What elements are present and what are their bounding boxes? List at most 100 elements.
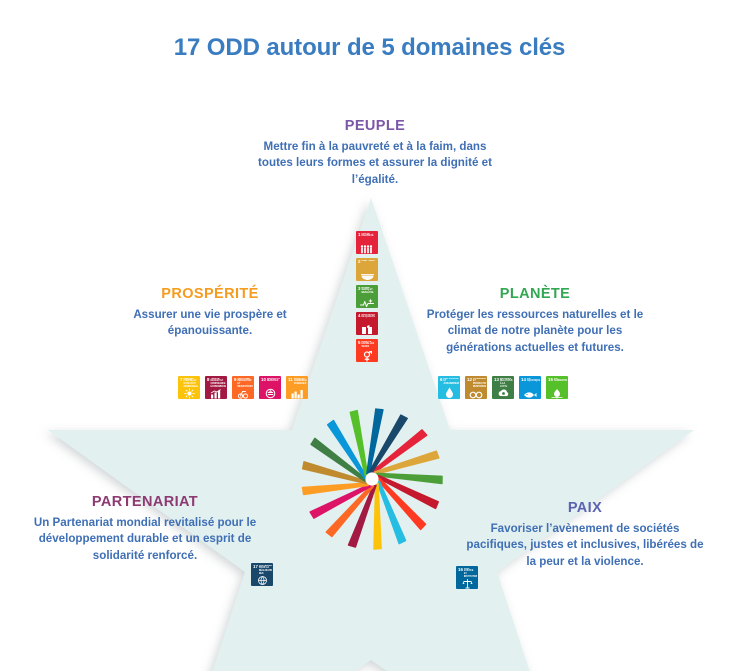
sdg-tile-number: 6: [440, 376, 443, 382]
climate-action-icon: [492, 388, 514, 399]
sdg-tile-caption: ÉDUCATION DE QUALITÉ: [361, 313, 376, 319]
section-heading-partenariat: PARTENARIAT: [91, 494, 199, 510]
sdg-tile-number: 5: [358, 339, 361, 345]
section-heading-paix: PAIX: [567, 500, 603, 516]
industry-innovation-icon: [232, 389, 254, 399]
section-heading-prosperite: PROSPÉRITÉ: [161, 286, 259, 302]
section-heading-peuple: PEUPLE: [344, 118, 406, 134]
sdg-tile-number: 15: [548, 376, 553, 382]
sdg-tile-number: 14: [521, 376, 526, 382]
section-body-partenariat: Un Partenariat mondial revitalisé pour l…: [33, 516, 257, 562]
sdg-tile-caption: TRAVAIL DÉCENT ET CROISSANCE ÉCONOMIQUE: [210, 377, 226, 387]
section-paix: PAIX Favoriser l’avènement de sociétés p…: [462, 500, 708, 570]
sdg-tile-caption: EAU PROPRE ET ASSAINISSEMENT: [443, 377, 459, 386]
sdg-tile-caption: INDUSTRIE, INNOVATION ET INFRASTRUCTURE: [237, 377, 252, 387]
no-poverty-icon: [356, 244, 378, 254]
sdg-tile-caption: CONSOMMATION ET PRODUCTION RESPONSABLES: [472, 377, 486, 387]
section-body-peuple: Mettre fin à la pauvreté et à la faim, d…: [258, 140, 492, 186]
sdg-tile-number: 16: [458, 566, 463, 572]
sdg-tile-12: 12CONSOMMATION ET PRODUCTION RESPONSABLE…: [465, 376, 487, 399]
peace-justice-icon: [456, 578, 478, 589]
decent-work-icon: [205, 388, 227, 399]
life-on-land-icon: [546, 388, 568, 399]
sdg-tile-number: 1: [358, 231, 361, 237]
sdg-tile-number: 10: [261, 376, 266, 382]
quality-education-icon: [356, 324, 378, 335]
section-heading-planete: PLANÈTE: [499, 286, 571, 302]
sdg-tile-caption: ÉNERGIE PROPRE ET D'UN COÛT ABORDABLE: [183, 377, 197, 387]
clean-water-icon: [438, 387, 460, 399]
responsible-consumption-icon: [465, 389, 487, 399]
sdg-tile-header: 17PARTENARIATS POUR LA RÉALISATION DES O…: [253, 563, 272, 574]
sdg-tile-caption: VIE AQUATIQUE: [526, 377, 540, 383]
sdg-tile-caption: VILLES ET COMMUNAUTÉS DURABLES: [293, 377, 307, 386]
sdg-tile-caption: BONNE SANTÉ ET BIEN-ÊTRE: [361, 286, 374, 295]
gender-equality-icon: [356, 350, 378, 362]
zero-hunger-icon: [356, 271, 378, 281]
sdg-wheel-spoke: [368, 414, 408, 473]
sdg-wheel-spoke: [373, 482, 382, 550]
sdg-tile-number: 12: [467, 376, 472, 382]
sdg-tile-caption: MESURES RELATIVES À LA LUTTE CONTRE LES …: [499, 377, 513, 387]
sdg-tile-caption: ÉGALITÉ ENTRE LES SEXES: [361, 340, 375, 349]
sdg-tile-number: 4: [358, 312, 361, 318]
section-planete: PLANÈTE Protéger les ressources naturell…: [420, 286, 650, 356]
sdg-tile-caption: VIE TERRESTRE: [553, 377, 567, 383]
sdg-tile-header: 12CONSOMMATION ET PRODUCTION RESPONSABLE…: [467, 376, 486, 387]
sdg-tile-caption: PAIX, JUSTICE ET INSTITUTIONS EFFICACES: [463, 567, 477, 577]
sdg-tile-number: 9: [234, 376, 237, 382]
sdg-wheel-svg: [301, 408, 443, 550]
section-prosperite: PROSPÉRITÉ Assurer une vie prospère et é…: [100, 286, 320, 340]
sdg-tile-number: 11: [288, 376, 293, 382]
sdg-tile-number: 13: [494, 376, 499, 382]
reduced-inequalities-icon: [259, 388, 281, 399]
sdg-color-wheel: [298, 405, 446, 553]
sdg-tile-caption: INÉGALITÉS RÉDUITES: [266, 377, 280, 383]
sustainable-cities-icon: [286, 389, 308, 399]
sdg-tile-caption: FAIM "ZÉRO": [361, 259, 376, 262]
section-body-prosperite: Assurer une vie prospère et épanouissant…: [133, 308, 287, 338]
affordable-energy-icon: [178, 387, 200, 399]
sdg-tile-number: 7: [180, 376, 183, 382]
sdg-tile-number: 3: [358, 285, 361, 291]
sdg-tile-number: 17: [253, 563, 258, 569]
sdg-tile-number: 8: [207, 376, 210, 382]
sdg-tile-17: 17PARTENARIATS POUR LA RÉALISATION DES O…: [251, 563, 273, 586]
sdg-tile-number: 2: [358, 258, 361, 264]
section-peuple: PEUPLE Mettre fin à la pauvreté et à la …: [247, 118, 503, 188]
section-body-planete: Protéger les ressources naturelles et le…: [426, 308, 644, 354]
sdg-tile-caption: PARTENARIATS POUR LA RÉALISATION DES OBJ…: [258, 564, 272, 574]
sdg-tile-caption: PAS DE PAUVRETÉ: [361, 232, 374, 238]
section-body-paix: Favoriser l’avènement de sociétés pacifi…: [466, 522, 704, 568]
